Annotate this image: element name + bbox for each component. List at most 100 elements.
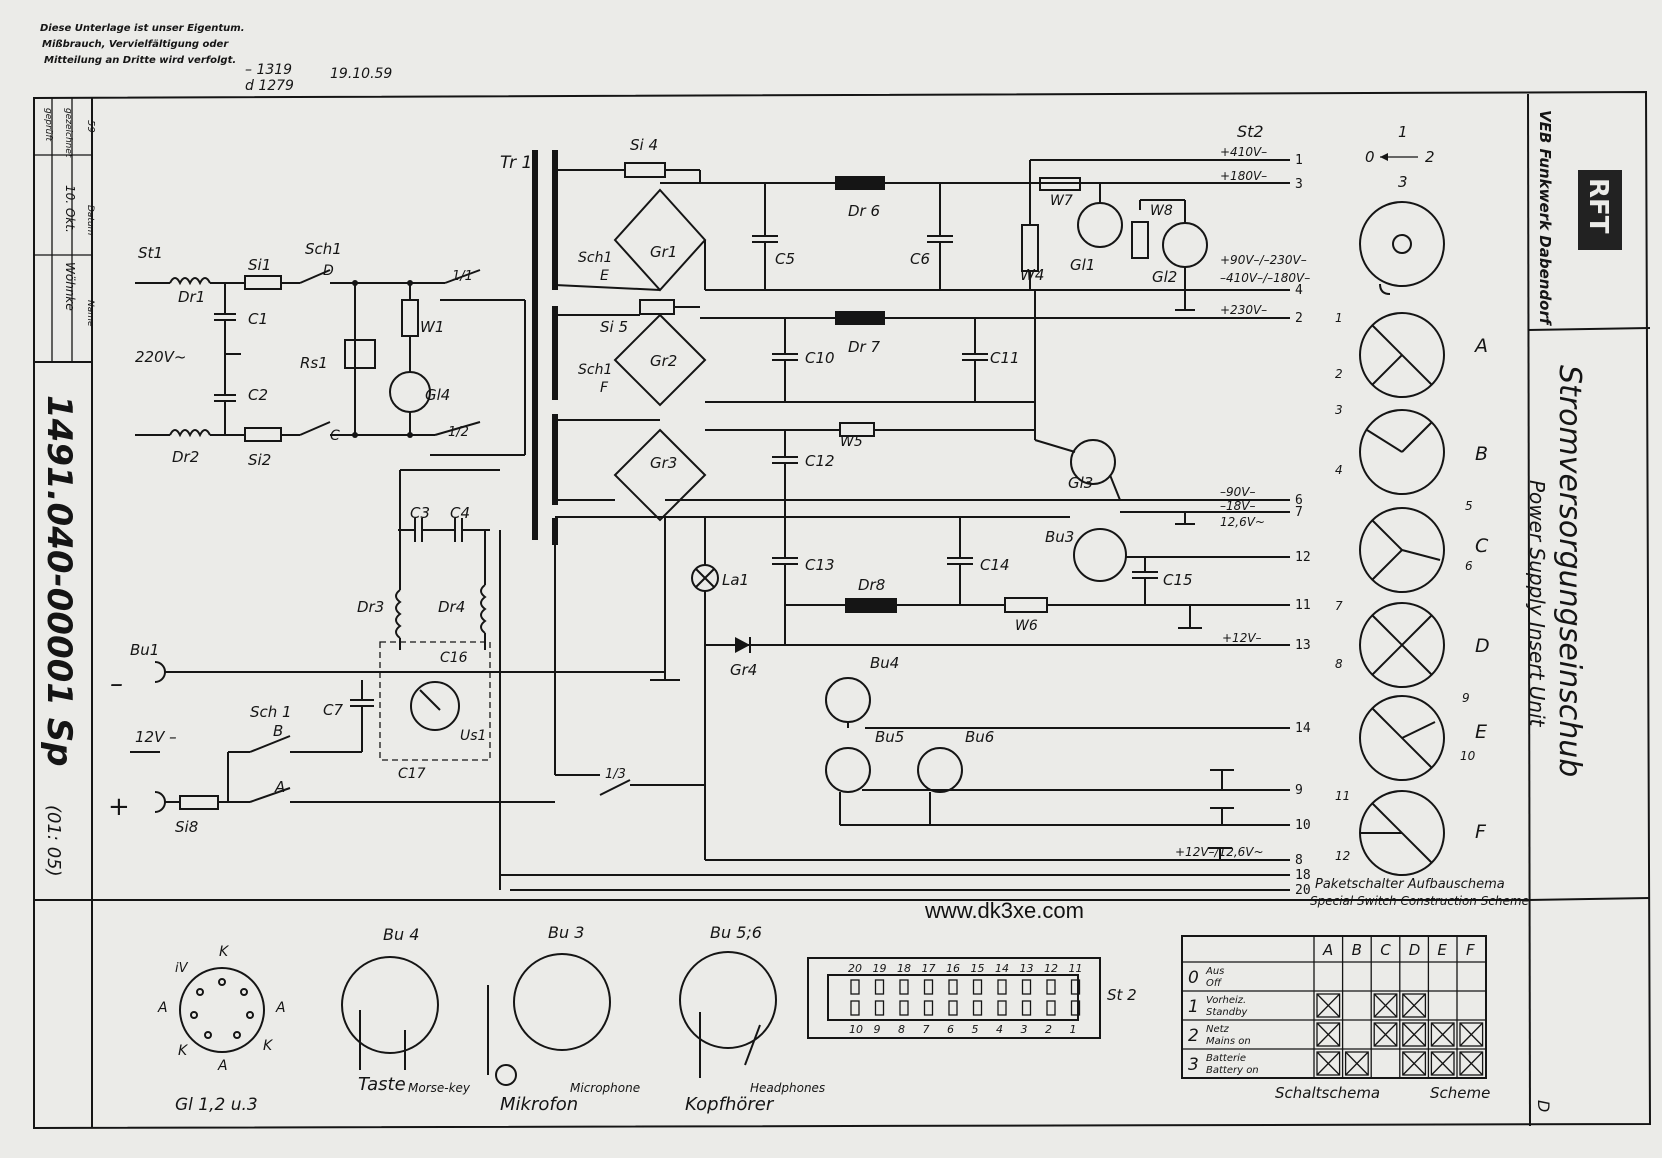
st2-pin-label: 20 bbox=[848, 962, 862, 975]
label-w4: W4 bbox=[1020, 266, 1044, 284]
st2-title: St 2 bbox=[1107, 986, 1137, 1004]
label-c3: C3 bbox=[410, 504, 430, 522]
scheme-cross-mark bbox=[1459, 1022, 1484, 1047]
rail-12-6v: 12,6V~ bbox=[1220, 515, 1265, 529]
term-4: 4 bbox=[1335, 463, 1343, 477]
pin-6: 6 bbox=[1295, 493, 1303, 508]
scheme-row-de: Vorheiz. bbox=[1206, 995, 1246, 1006]
label-switch-d: D bbox=[323, 263, 334, 279]
label-c7: C7 bbox=[323, 701, 343, 719]
label-st2: St2 bbox=[1237, 122, 1264, 141]
gl-pin-k-right: K bbox=[263, 1038, 274, 1054]
scheme-cross-mark bbox=[1402, 993, 1427, 1018]
scheme-cross-mark bbox=[1402, 1022, 1427, 1047]
deck-a: A bbox=[1473, 335, 1488, 357]
label-bu4: Bu4 bbox=[870, 654, 899, 672]
label-si5: Si 5 bbox=[600, 318, 628, 336]
output-pins: 1 3 4 2 6 7 12 11 13 14 9 10 8 18 20 bbox=[1295, 153, 1311, 898]
st2-pin bbox=[874, 1000, 885, 1016]
st2-pin bbox=[972, 1000, 983, 1016]
st2-pin bbox=[1070, 979, 1081, 995]
st2-pin bbox=[948, 1000, 958, 1016]
label-la1: La1 bbox=[722, 571, 749, 589]
term-9: 9 bbox=[1462, 691, 1470, 705]
pin-20: 20 bbox=[1295, 883, 1311, 898]
pin-3: 3 bbox=[1295, 177, 1303, 192]
label-switch-b: B bbox=[273, 722, 283, 740]
scheme-row-en: Off bbox=[1206, 978, 1223, 989]
label-c15: C15 bbox=[1163, 571, 1193, 589]
revision-name-header: Name bbox=[85, 300, 95, 327]
label-switch-f: F bbox=[600, 380, 609, 396]
label-gr3: Gr3 bbox=[650, 454, 677, 472]
st2-pin-label: 10 bbox=[849, 1023, 863, 1036]
st2-pin bbox=[923, 1000, 934, 1016]
term-8: 8 bbox=[1335, 657, 1343, 671]
label-gl3: Gl3 bbox=[1068, 474, 1093, 492]
label-switch-1-3: 1/3 bbox=[605, 767, 626, 782]
title-block: VEB Funkwerk Dabendorf RFT Stromversorgu… bbox=[1525, 110, 1622, 1112]
st2-pin-label: 15 bbox=[971, 962, 985, 975]
st2-pin-label: 1 bbox=[1070, 1023, 1077, 1036]
pin-1: 1 bbox=[1295, 153, 1303, 168]
scheme-cross-mark bbox=[1316, 993, 1341, 1018]
rail-neg-90v: –90V– bbox=[1220, 485, 1255, 499]
company-name: VEB Funkwerk Dabendorf bbox=[1536, 110, 1554, 327]
st2-pin bbox=[923, 979, 934, 995]
label-w6: W6 bbox=[1015, 618, 1038, 634]
label-tr1: Tr 1 bbox=[500, 153, 532, 173]
gl-socket-label: Gl 1,2 u.3 bbox=[175, 1095, 258, 1115]
label-gl2: Gl2 bbox=[1152, 268, 1177, 286]
label-gr4: Gr4 bbox=[730, 661, 757, 679]
label-c17: C17 bbox=[398, 766, 426, 782]
ownership-notice-line2: Mißbrauch, Vervielfältigung oder bbox=[42, 39, 229, 50]
revision-date: 10. Okt. bbox=[63, 185, 77, 233]
revision-block: 59 gezeichnet geprüft Datum 10. Okt. Nam… bbox=[34, 98, 96, 362]
st2-pin bbox=[972, 979, 983, 995]
st2-pin-label: 16 bbox=[946, 962, 960, 975]
st2-pin bbox=[874, 979, 885, 995]
taste-label: Taste bbox=[358, 1074, 406, 1095]
label-dc-plus: + bbox=[108, 792, 130, 822]
term-2: 2 bbox=[1335, 367, 1343, 381]
st2-pin-label: 11 bbox=[1069, 962, 1083, 975]
st2-pin bbox=[1070, 1000, 1081, 1016]
scheme-row-en: Battery on bbox=[1206, 1065, 1259, 1076]
pin-7: 7 bbox=[1295, 505, 1303, 520]
scheme-col-header: C bbox=[1380, 941, 1391, 959]
label-c4: C4 bbox=[450, 504, 470, 522]
term-3: 3 bbox=[1335, 403, 1343, 417]
gl-pin-a-right: A bbox=[275, 1000, 286, 1016]
scheme-row-de: Aus bbox=[1205, 966, 1224, 977]
scheme-cross-mark bbox=[1402, 1051, 1427, 1076]
scheme-cross-mark bbox=[1459, 1051, 1484, 1076]
st2-pin-label: 2 bbox=[1045, 1023, 1052, 1036]
st2-pin-label: 19 bbox=[873, 962, 887, 975]
label-sch1-f: Sch1 bbox=[578, 362, 612, 378]
term-1: 1 bbox=[1335, 311, 1343, 325]
label-switch-1-1: 1/1 bbox=[452, 269, 473, 284]
label-bu3: Bu3 bbox=[1045, 528, 1074, 546]
st2-pin-label: 4 bbox=[996, 1023, 1003, 1036]
pin-4: 4 bbox=[1295, 283, 1303, 298]
pin-9: 9 bbox=[1295, 783, 1303, 798]
scheme-footer-de: Schaltschema bbox=[1275, 1084, 1380, 1102]
label-bu1: Bu1 bbox=[130, 641, 159, 659]
dc-input bbox=[130, 469, 1290, 891]
st2-pin-label: 3 bbox=[1021, 1023, 1028, 1036]
ownership-notice-line3: Mitteilung an Dritte wird verfolgt. bbox=[44, 55, 236, 66]
scheme-row-en: Standby bbox=[1206, 1007, 1248, 1018]
rail-neg-18v: –18V– bbox=[1220, 499, 1255, 513]
term-5: 5 bbox=[1465, 499, 1473, 513]
label-c6: C6 bbox=[910, 250, 930, 268]
rail-90v: +90V–/–230V– bbox=[1220, 253, 1307, 267]
gl-pin-a-bottom: A bbox=[217, 1058, 228, 1074]
label-dr1: Dr1 bbox=[178, 288, 205, 306]
label-c14: C14 bbox=[980, 556, 1010, 574]
deck-f: F bbox=[1475, 821, 1487, 843]
transformer-tr1 bbox=[532, 150, 558, 545]
sheet-letter: D bbox=[1534, 1100, 1553, 1112]
drawing-frame bbox=[33, 90, 1652, 1130]
